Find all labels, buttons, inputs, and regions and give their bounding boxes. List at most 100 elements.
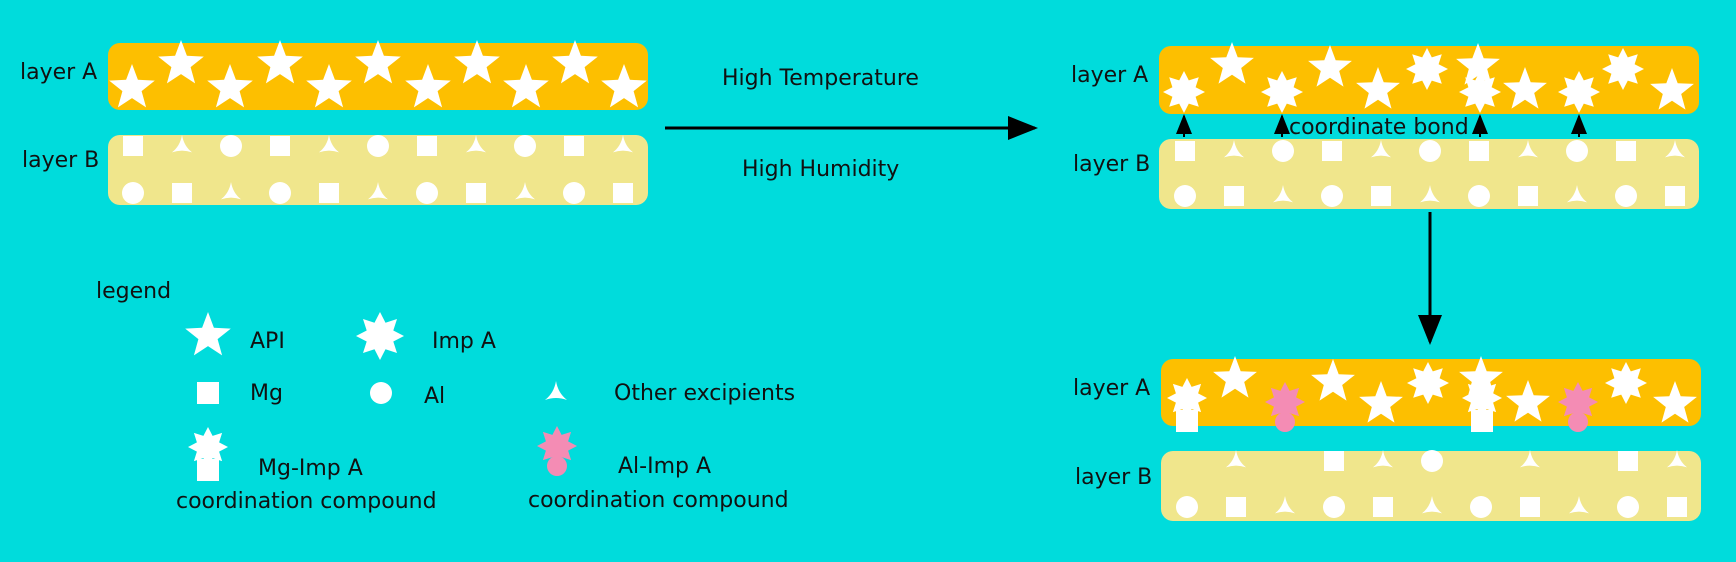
circle-icon	[1321, 185, 1343, 207]
starburst-icon	[1163, 71, 1205, 113]
legend-label-al-imp-a: Al-Imp A	[618, 454, 712, 479]
square-icon	[319, 183, 339, 203]
condition-temperature: High Temperature	[722, 66, 919, 91]
tripod-icon	[612, 135, 634, 153]
starburst-icon	[1407, 362, 1449, 404]
star-icon	[306, 64, 352, 108]
square-icon	[123, 136, 143, 156]
circle-icon	[1468, 185, 1490, 207]
tripod-icon	[1274, 496, 1296, 514]
circle-icon	[1176, 496, 1198, 518]
starburst-icon	[1406, 48, 1448, 90]
legend-label-api: API	[250, 329, 285, 354]
star-icon	[1456, 43, 1500, 85]
al-imp-a-drop-icon	[1275, 412, 1295, 432]
star-icon	[158, 40, 204, 84]
star-icon	[1311, 359, 1355, 401]
star-icon	[1650, 68, 1694, 110]
layer-b-bar-initial	[108, 135, 648, 205]
tripod-icon	[1664, 140, 1686, 158]
tripod-icon	[1568, 496, 1590, 514]
square-icon	[1371, 186, 1391, 206]
square-icon	[613, 183, 633, 203]
square-icon	[1224, 186, 1244, 206]
layer-a-label-final: layer A	[1073, 376, 1151, 401]
condition-humidity: High Humidity	[742, 157, 900, 182]
circle-icon	[514, 135, 536, 157]
tripod-icon	[1419, 185, 1441, 203]
starburst-icon	[1558, 71, 1600, 113]
starburst-icon	[537, 426, 577, 466]
star-icon	[1459, 356, 1503, 398]
square-icon	[1667, 497, 1687, 517]
square-icon	[564, 136, 584, 156]
star-icon	[503, 64, 549, 108]
circle-icon	[1421, 450, 1443, 472]
circle-icon	[367, 135, 389, 157]
circle-icon	[416, 182, 438, 204]
legend-label-al: Al	[424, 384, 446, 409]
circle-icon	[1566, 140, 1588, 162]
tripod-icon	[171, 135, 193, 153]
star-icon	[601, 64, 647, 108]
tripod-icon	[514, 182, 536, 200]
al-imp-a-drop-icon	[547, 456, 567, 476]
mg-imp-a-block-icon	[197, 459, 219, 481]
circle-icon	[563, 182, 585, 204]
layer-a-label-initial: layer A	[20, 60, 98, 85]
legend-label-mg-imp-a: Mg-Imp A	[258, 456, 363, 481]
tripod-icon	[1225, 450, 1247, 468]
legend-label-mg: Mg	[250, 381, 283, 406]
square-icon	[1616, 141, 1636, 161]
starburst-icon	[1265, 382, 1305, 422]
tripod-icon	[545, 381, 567, 400]
tripod-icon	[1223, 140, 1245, 158]
al-imp-a-drop-icon	[1568, 412, 1588, 432]
star-icon	[1308, 45, 1352, 87]
tripod-icon	[1519, 450, 1541, 468]
layer-b-label-initial: layer B	[22, 148, 100, 173]
square-icon	[1665, 186, 1685, 206]
square-icon	[270, 136, 290, 156]
tripod-icon	[220, 182, 242, 200]
starburst-icon	[356, 312, 404, 360]
starburst-icon	[1602, 48, 1644, 90]
star-icon	[185, 312, 231, 356]
tripod-icon	[367, 182, 389, 200]
legend-label-other-excipients: Other excipients	[614, 381, 796, 406]
circle-icon	[122, 182, 144, 204]
star-icon	[1653, 381, 1697, 423]
star-icon	[552, 40, 598, 84]
mg-imp-a-block-icon	[1471, 410, 1493, 432]
circle-icon	[1419, 140, 1441, 162]
square-icon	[172, 183, 192, 203]
circle-icon	[1470, 496, 1492, 518]
star-icon	[454, 40, 500, 84]
square-icon	[1322, 141, 1342, 161]
starburst-icon	[1558, 382, 1598, 422]
star-icon	[405, 64, 451, 108]
circle-icon	[220, 135, 242, 157]
tripod-icon	[1666, 450, 1688, 468]
coordinate-bond-label: coordinate bond	[1289, 115, 1469, 140]
circle-icon	[1615, 185, 1637, 207]
star-icon	[1506, 380, 1550, 422]
tripod-icon	[1421, 496, 1443, 514]
square-icon	[197, 382, 219, 404]
layer-b-bar-final	[1161, 451, 1701, 521]
tripod-icon	[1517, 140, 1539, 158]
square-icon	[1373, 497, 1393, 517]
square-icon	[1469, 141, 1489, 161]
circle-icon	[1617, 496, 1639, 518]
star-icon	[1210, 42, 1254, 84]
starburst-icon	[1261, 71, 1303, 113]
layer-b-bar-stage2	[1159, 139, 1699, 209]
star-icon	[355, 40, 401, 84]
tripod-icon	[1370, 140, 1392, 158]
star-icon	[1503, 67, 1547, 109]
star-icon	[1359, 381, 1403, 423]
square-icon	[466, 183, 486, 203]
square-icon	[1175, 141, 1195, 161]
